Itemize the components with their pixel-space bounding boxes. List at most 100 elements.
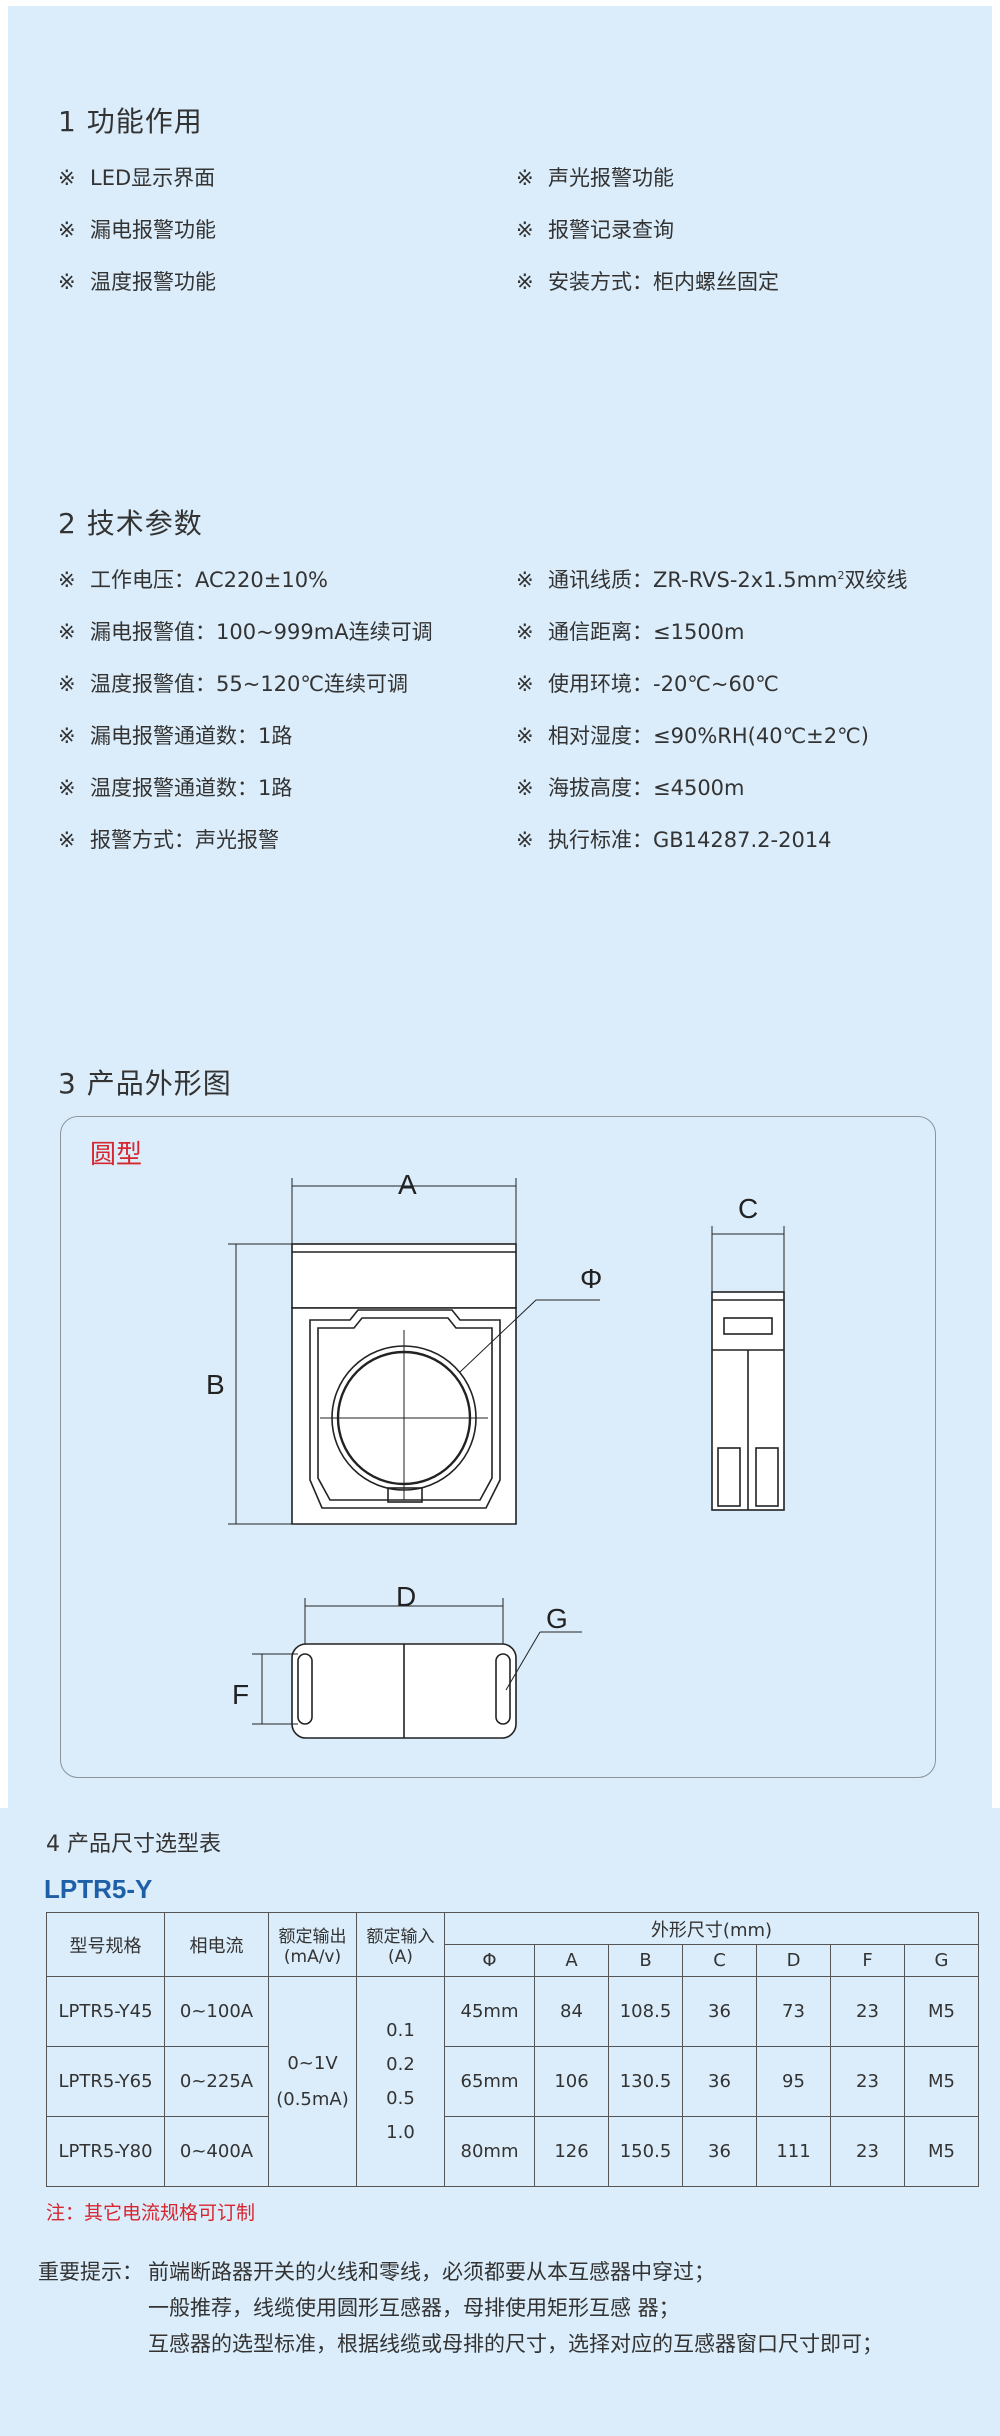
cell-dim-b: 108.5	[608, 1976, 683, 2047]
param-text: 海拔高度：≤4500m	[548, 776, 745, 800]
reference-mark: ※	[516, 672, 534, 696]
cell-dim-c: 36	[682, 2116, 757, 2187]
header-dim-d: D	[756, 1944, 831, 1977]
reference-mark: ※	[58, 724, 76, 748]
param-item: ※ 通讯线质：ZR-RVS-2x1.5mm2双绞线	[516, 564, 908, 594]
cell-current: 0~400A	[164, 2116, 269, 2187]
param-item: ※ 通信距离：≤1500m	[516, 616, 745, 646]
param-item: ※ 使用环境：-20℃~60℃	[516, 668, 779, 698]
header-rated-output: 额定输出(mA/v)	[268, 1912, 357, 1977]
feature-text: 漏电报警功能	[90, 218, 216, 242]
outline-drawing-frame	[60, 1116, 936, 1778]
feature-text: 报警记录查询	[548, 218, 674, 242]
superscript: 2	[837, 569, 845, 582]
reference-mark: ※	[58, 828, 76, 852]
reference-mark: ※	[516, 166, 534, 190]
cell-dim-c: 36	[682, 1976, 757, 2047]
header-current: 相电流	[164, 1912, 269, 1977]
header-dim-g: G	[904, 1944, 979, 1977]
header-model: 型号规格	[46, 1912, 165, 1977]
reference-mark: ※	[58, 218, 76, 242]
rated-input-value: 0.2	[386, 2053, 415, 2075]
size-selection-table: 型号规格 相电流 额定输出(mA/v) 额定输入(A) 外形尺寸(mm) Φ A…	[46, 1912, 979, 2187]
header-dim-a: A	[534, 1944, 609, 1977]
table-header-row: 型号规格 相电流 额定输出(mA/v) 额定输入(A) 外形尺寸(mm)	[46, 1912, 979, 1977]
feature-item: ※ 声光报警功能	[516, 162, 674, 192]
rated-input-value: 1.0	[386, 2121, 415, 2143]
table-row: LPTR5-Y65 0~225A 65mm 106 130.5 36 95 23…	[46, 2046, 979, 2117]
side-view	[711, 1226, 785, 1511]
table-row: LPTR5-Y80 0~400A 80mm 126 150.5 36 111 2…	[46, 2116, 979, 2187]
param-text: 温度报警通道数：1路	[90, 776, 293, 800]
shape-label: 圆型	[90, 1140, 143, 1170]
cell-dim-b: 150.5	[608, 2116, 683, 2187]
param-text: 通信距离：≤1500m	[548, 620, 745, 644]
table-row: LPTR5-Y45 0~100A 0~1V (0.5mA) 0.1 0.2 0.…	[46, 1976, 979, 2187]
table-section-title: 4 产品尺寸选型表	[46, 1832, 221, 1857]
feature-text: 温度报警功能	[90, 270, 216, 294]
section-title-outline: 3 产品外形图	[58, 1067, 232, 1100]
cell-dim-a: 84	[534, 1976, 609, 2047]
important-tip-line: 前端断路器开关的火线和零线，必须都要从本互感器中穿过；	[148, 2260, 715, 2284]
important-tip-line: 互感器的选型标准，根据线缆或母排的尺寸，选择对应的互感器窗口尺寸即可；	[148, 2332, 883, 2356]
cell-dim-d: 95	[756, 2046, 831, 2117]
feature-item: ※ 报警记录查询	[516, 214, 674, 244]
header-dim-f: F	[830, 1944, 905, 1977]
header-rated-input: 额定输入(A)	[356, 1912, 445, 1977]
cell-dim-phi: 80mm	[444, 2116, 535, 2187]
section-title-functions: 1 功能作用	[58, 105, 203, 138]
dimension-label-g: G	[546, 1603, 568, 1634]
feature-item: ※温度报警功能	[58, 266, 216, 296]
cell-dim-g: M5	[904, 2046, 979, 2117]
param-item: ※ 海拔高度：≤4500m	[516, 772, 745, 802]
param-item: ※温度报警通道数：1路	[58, 772, 292, 802]
cell-dim-a: 126	[534, 2116, 609, 2187]
table-subheader-row: Φ A B C D F G	[47, 1944, 979, 1977]
front-view	[228, 1178, 600, 1525]
header-dim-phi: Φ	[444, 1944, 535, 1977]
reference-mark: ※	[516, 218, 534, 242]
cell-dim-phi: 45mm	[444, 1976, 535, 2047]
reference-mark: ※	[516, 620, 534, 644]
reference-mark: ※	[516, 724, 534, 748]
dimension-label-a: A	[398, 1169, 417, 1200]
technical-drawing: A B C D F G Φ	[206, 1169, 785, 1739]
cell-dim-b: 130.5	[608, 2046, 683, 2117]
cell-model: LPTR5-Y45	[46, 1976, 165, 2047]
cell-current: 0~225A	[164, 2046, 269, 2117]
param-item: ※漏电报警值：100~999mA连续可调	[58, 616, 433, 646]
feature-text: 安装方式：柜内螺丝固定	[548, 270, 779, 294]
important-tip-label: 重要提示：	[38, 2260, 143, 2284]
model-series-title: LPTR5-Y	[44, 1874, 153, 1904]
cell-dim-f: 23	[830, 1976, 905, 2047]
cell-current: 0~100A	[164, 1976, 269, 2047]
param-text: 使用环境：-20℃~60℃	[548, 672, 779, 696]
rated-input-value: 0.5	[386, 2087, 415, 2109]
dimension-label-c: C	[738, 1193, 758, 1224]
param-text: 执行标准：GB14287.2-2014	[548, 828, 832, 852]
param-text: 工作电压：AC220±10%	[90, 568, 329, 592]
cell-model: LPTR5-Y65	[46, 2046, 165, 2117]
section-title-params: 2 技术参数	[58, 507, 203, 540]
param-item: ※ 报警方式：声光报警	[58, 824, 279, 854]
param-item: ※温度报警值：55~120℃连续可调	[58, 668, 408, 698]
cell-dim-d: 73	[756, 1976, 831, 2047]
feature-text: 声光报警功能	[548, 166, 674, 190]
param-text: 通讯线质：ZR-RVS-2x1.5mm	[548, 568, 838, 592]
param-item: ※执行标准：GB14287.2-2014	[516, 824, 832, 854]
cell-dim-f: 23	[830, 2116, 905, 2187]
param-text: 报警方式：声光报警	[90, 828, 279, 852]
cell-rated-output: 0~1V (0.5mA)	[268, 1976, 357, 2187]
param-text: 漏电报警值：100~999mA连续可调	[90, 620, 433, 644]
reference-mark: ※	[516, 568, 534, 592]
header-dim-c: C	[682, 1944, 757, 1977]
rated-output-line: 0~1V	[287, 2052, 338, 2074]
feature-item: ※安装方式：柜内螺丝固定	[516, 266, 779, 296]
param-item: ※工作电压：AC220±10%	[58, 564, 328, 594]
param-text: 漏电报警通道数：1路	[90, 724, 293, 748]
dimension-label-b: B	[206, 1369, 225, 1400]
param-text-tail: 双绞线	[844, 568, 908, 592]
cell-dim-g: M5	[904, 1976, 979, 2047]
reference-mark: ※	[516, 776, 534, 800]
